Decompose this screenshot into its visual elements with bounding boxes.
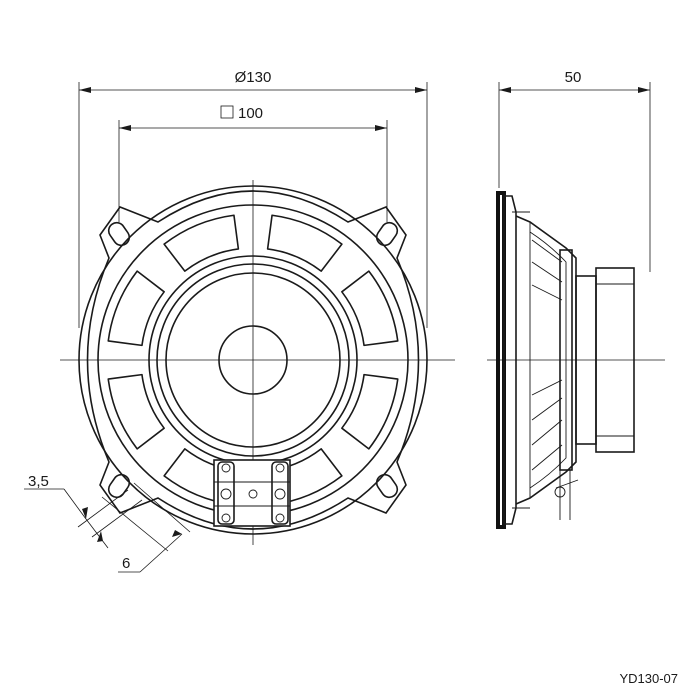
side-view <box>487 191 665 529</box>
frame-window <box>341 373 399 450</box>
dimension-diameter: Ø130 <box>78 69 428 328</box>
dimension-slot-width: 3,5 <box>24 473 143 549</box>
outer-rim <box>78 185 428 535</box>
frame-window <box>107 373 165 450</box>
square-symbol-icon <box>220 105 234 119</box>
mount-square-label: 100 <box>238 105 263 122</box>
depth-label: 50 <box>565 69 582 86</box>
mount-hole-bottom-left <box>107 473 131 499</box>
front-view <box>60 180 455 545</box>
surround-outer <box>156 263 350 457</box>
mount-hole-bottom-right <box>375 473 399 499</box>
surround-inner <box>165 272 341 448</box>
terminal-block <box>213 459 291 527</box>
slot-width-label: 3,5 <box>28 473 49 490</box>
slot-length-label: 6 <box>122 555 130 572</box>
dimension-depth: 50 <box>498 69 651 272</box>
frame-window <box>341 270 399 347</box>
diameter-label: Ø130 <box>235 69 272 86</box>
frame-outline <box>86 190 420 530</box>
magnet-plate <box>559 249 573 471</box>
dimension-slot-length: 6 <box>101 482 191 573</box>
frame-window <box>107 270 165 347</box>
frame-window <box>266 214 343 272</box>
mount-hole-top-right <box>375 221 399 247</box>
dimension-mount-square: 100 <box>118 105 388 222</box>
model-number: YD130-07 <box>619 671 678 686</box>
dust-cap <box>218 325 288 395</box>
frame-window <box>163 214 240 272</box>
magnet <box>595 267 635 453</box>
mount-hole-top-left <box>107 221 131 247</box>
